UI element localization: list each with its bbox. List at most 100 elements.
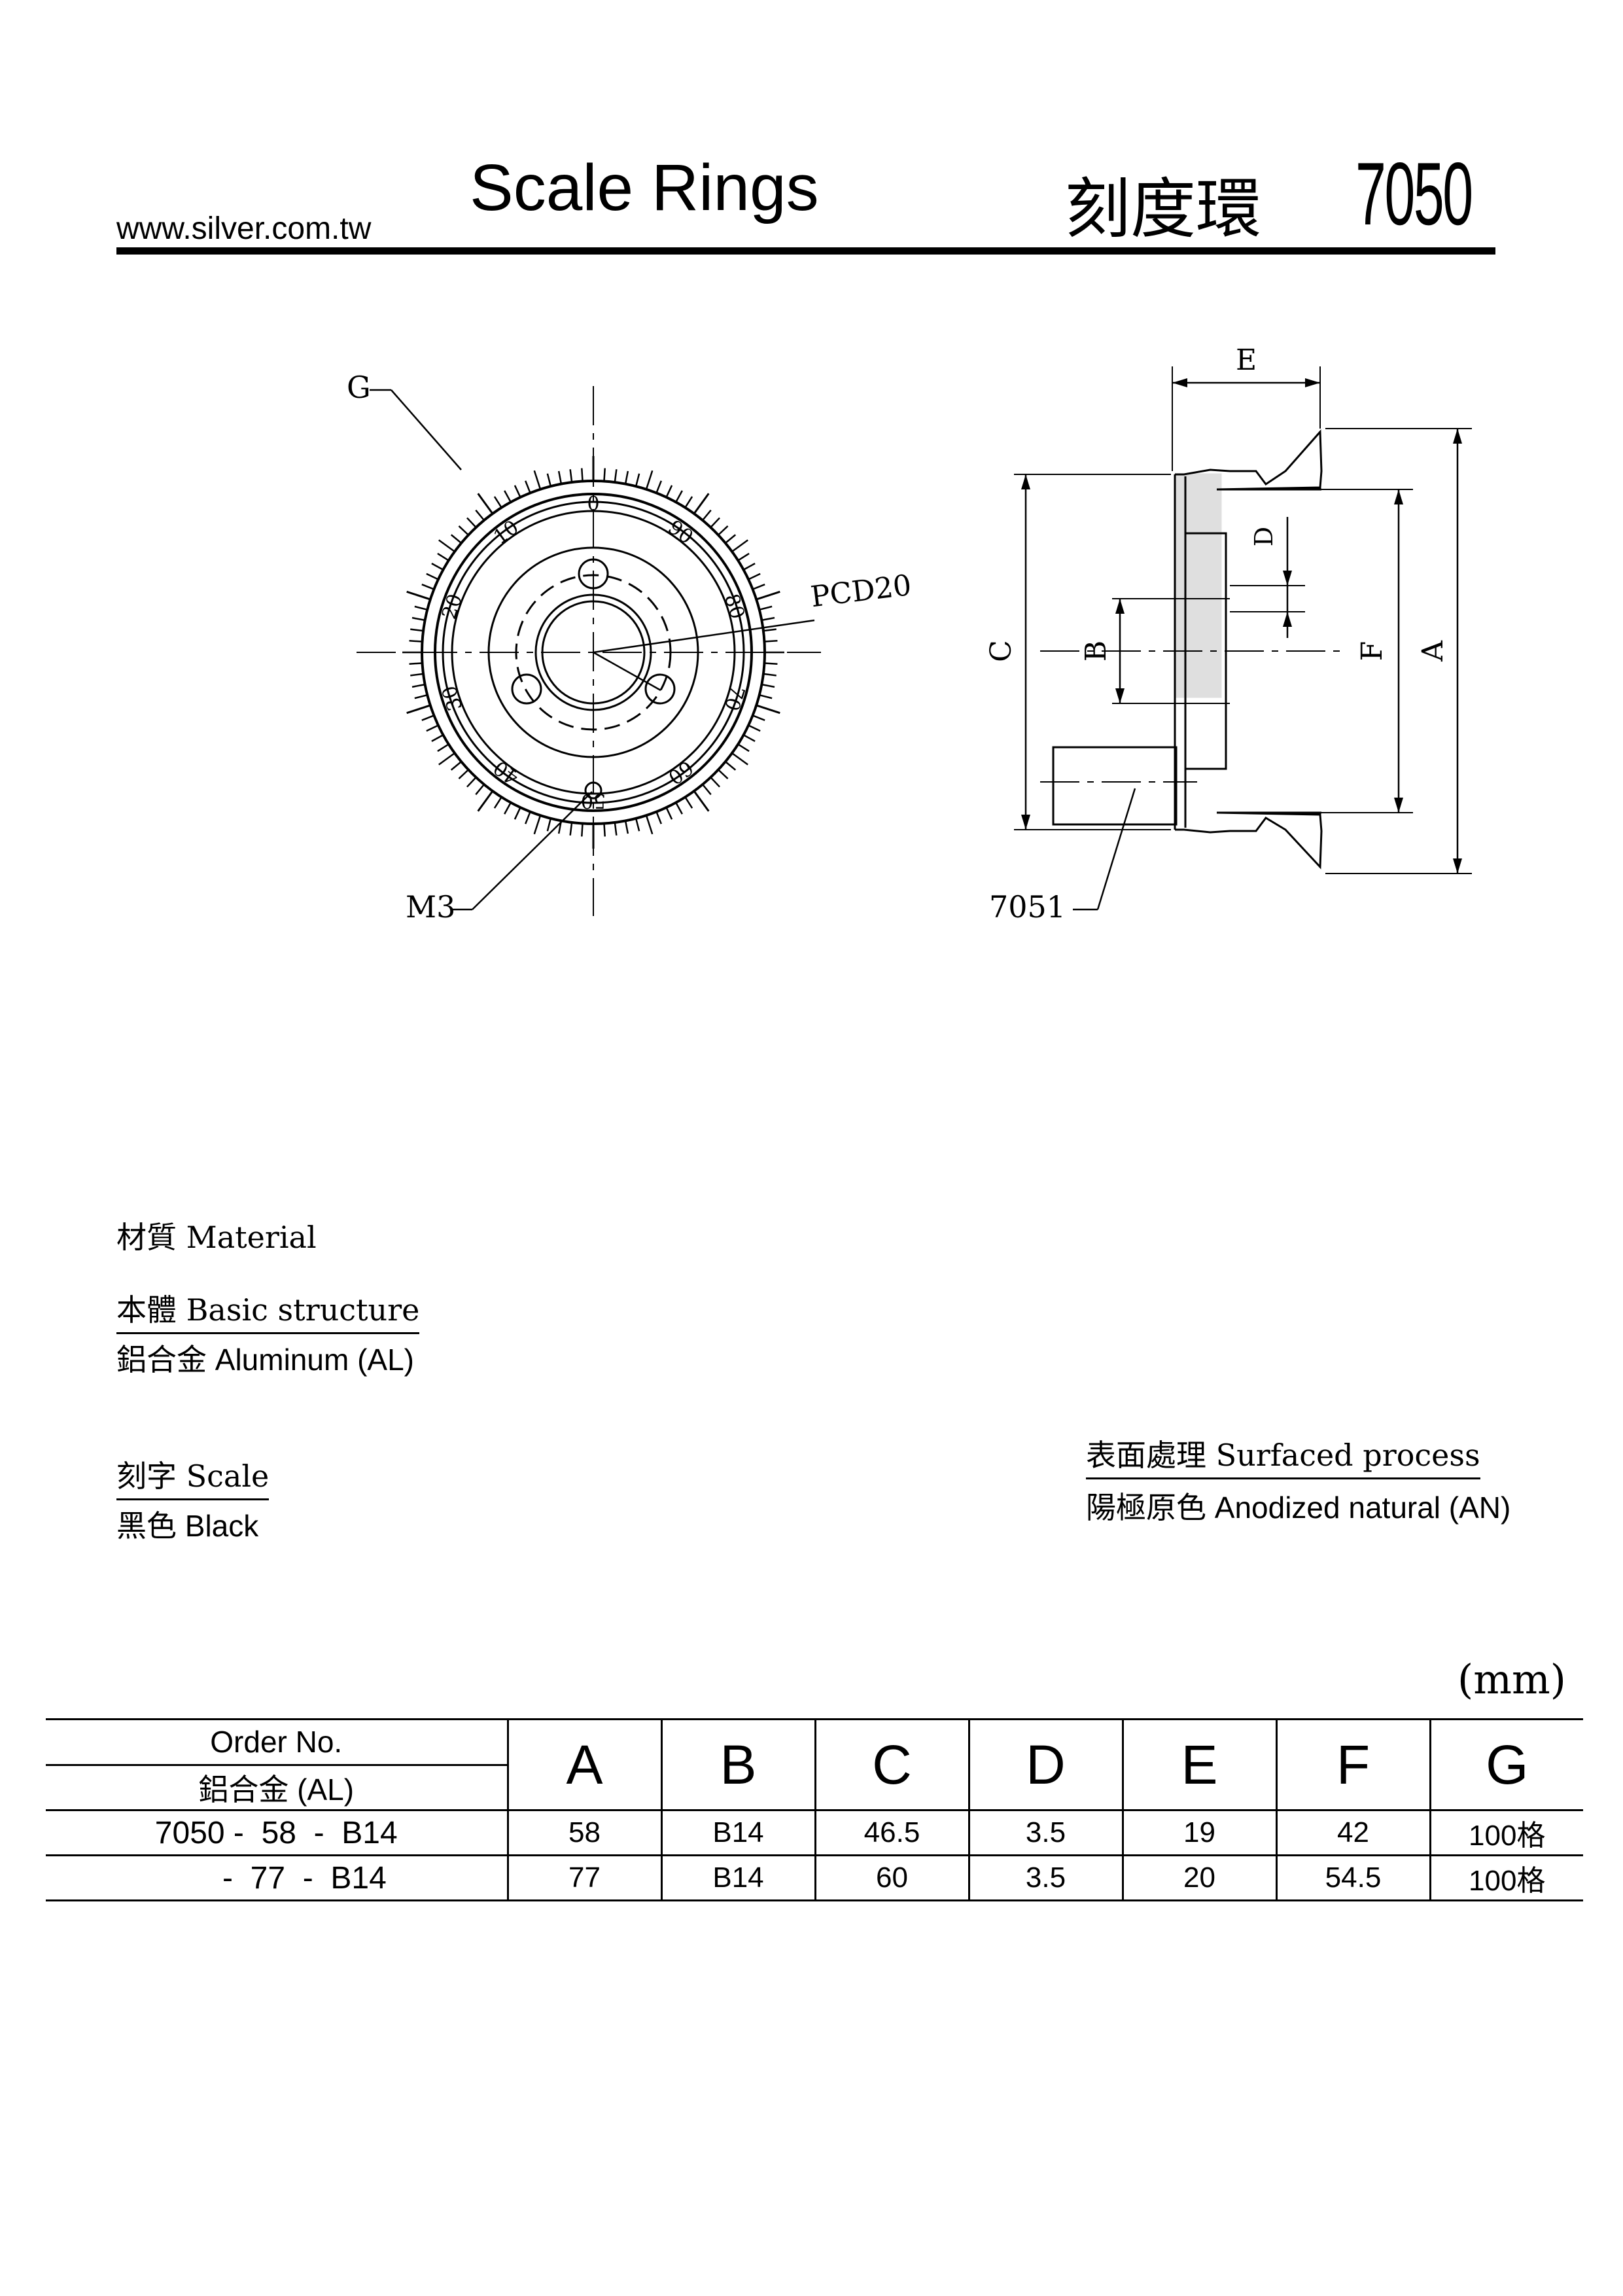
side-hatch-top xyxy=(1174,473,1222,698)
table-cell: 100格 xyxy=(1429,1809,1583,1856)
table-cell: 100格 xyxy=(1429,1854,1583,1901)
scale-tick xyxy=(410,628,424,632)
scale-label: 20 xyxy=(438,591,467,622)
scale-tick xyxy=(426,724,439,732)
col-header-g: G xyxy=(1429,1718,1583,1811)
side-pin xyxy=(1052,746,1178,826)
scale-tick xyxy=(718,769,729,779)
col-header-d: D xyxy=(968,1718,1124,1811)
scale-tick xyxy=(684,796,693,809)
scale-tick xyxy=(693,493,710,514)
side-view xyxy=(1014,366,1472,911)
table-cell: 42 xyxy=(1275,1809,1431,1856)
table-cell: 46.5 xyxy=(814,1809,970,1856)
col-header-f: F xyxy=(1275,1718,1431,1811)
col-header-c: C xyxy=(814,1718,970,1811)
scale-tick xyxy=(493,496,502,508)
scale-tick xyxy=(693,790,710,812)
scale-tick xyxy=(624,470,629,484)
dim-label-f: F xyxy=(1355,641,1389,662)
model-number: 7050 xyxy=(1355,144,1473,243)
scale-tick xyxy=(458,525,469,536)
unit-label: (mm) xyxy=(1457,1655,1566,1703)
scale-tick xyxy=(756,590,780,601)
scale-tick xyxy=(635,473,640,487)
table-cell: 60 xyxy=(814,1854,970,1901)
dim-label-c: C xyxy=(985,640,1018,662)
scale-tick xyxy=(525,480,531,493)
scale-tick xyxy=(665,485,673,498)
scale-tick xyxy=(458,769,469,779)
scale-tick xyxy=(614,469,618,483)
scale-tick xyxy=(742,734,756,742)
scale-tick xyxy=(546,818,552,832)
scale-tick xyxy=(426,573,439,580)
arrowheads xyxy=(1021,378,1462,874)
scale-tick xyxy=(742,563,756,571)
scale-tick xyxy=(406,704,431,715)
title-rule xyxy=(116,247,1495,255)
scale-tick xyxy=(533,815,542,835)
scale-tick xyxy=(438,752,455,766)
scale-tick xyxy=(752,584,765,590)
scale-tick xyxy=(731,539,748,553)
col-header-a: A xyxy=(506,1718,663,1811)
scale-tick xyxy=(466,777,477,788)
scale-tick xyxy=(557,470,563,484)
scale-tick xyxy=(761,683,775,688)
scale-tick xyxy=(477,493,494,514)
callout-pcd: PCD20 xyxy=(809,569,913,614)
scale-tick xyxy=(410,673,424,677)
scale-tick xyxy=(477,790,494,812)
scale-tick xyxy=(437,743,449,752)
table-row: 7050 - 58 - B14 58 B14 46.5 3.5 19 42 10… xyxy=(46,1809,1583,1856)
surface-value: 陽極原色 Anodized natural (AN) xyxy=(1086,1491,1511,1525)
front-view xyxy=(357,386,821,916)
scale-tick xyxy=(414,605,428,611)
order-header: Order No. xyxy=(46,1718,509,1766)
scale-tick xyxy=(569,469,573,483)
scale-label: 刻字 Scale xyxy=(116,1453,270,1500)
scale-tick xyxy=(546,473,552,487)
scale-tick xyxy=(421,715,434,721)
scale-tick xyxy=(737,552,750,561)
dimension-table: Order No. A B C D E F G 鋁合金 (AL) 7050 - … xyxy=(46,1718,1583,1901)
table-row: - 77 - B14 77 B14 60 3.5 20 54.5 100格 xyxy=(46,1854,1583,1901)
table-cell: 19 xyxy=(1121,1809,1278,1856)
scale-tick xyxy=(675,490,683,503)
scale-tick xyxy=(406,590,431,601)
scale-tick xyxy=(414,694,428,699)
scale-tick xyxy=(763,628,777,632)
scale-tick xyxy=(493,796,502,809)
bolt-hole-right xyxy=(644,673,676,705)
col-header-b: B xyxy=(660,1718,816,1811)
scale-tick xyxy=(731,752,748,766)
scale-tick xyxy=(504,802,512,815)
scale-value: 黑色 Black xyxy=(116,1509,259,1543)
surface-label: 表面處理 Surfaced process xyxy=(1086,1432,1480,1479)
scale-tick xyxy=(614,822,618,836)
scale-tick xyxy=(431,734,444,742)
scale-tick xyxy=(450,534,462,544)
scale-tick xyxy=(761,616,775,622)
scale-tick xyxy=(475,784,485,796)
scale-tick xyxy=(533,470,542,490)
dim-label-d: D xyxy=(1249,527,1278,546)
title-english: Scale Rings xyxy=(470,151,819,224)
scale-label: 90 xyxy=(663,516,697,549)
scale-tick xyxy=(421,584,434,590)
table-cell: 54.5 xyxy=(1275,1854,1431,1901)
scale-tick xyxy=(675,802,683,815)
scale-tick xyxy=(759,605,773,611)
scale-tick xyxy=(431,563,444,571)
pcd-leader xyxy=(593,619,815,654)
callout-m3: M3 xyxy=(406,889,455,925)
scale-tick xyxy=(702,784,712,796)
scale-tick xyxy=(569,822,573,836)
scale-tick xyxy=(763,673,777,677)
basic-structure-label: 本體 Basic structure xyxy=(116,1286,420,1334)
title-chinese: 刻度環 xyxy=(1065,171,1261,247)
website-url[interactable]: www.silver.com.tw xyxy=(116,211,372,246)
order-number: 7050 - 58 - B14 xyxy=(46,1809,509,1856)
table-cell: 3.5 xyxy=(968,1809,1124,1856)
